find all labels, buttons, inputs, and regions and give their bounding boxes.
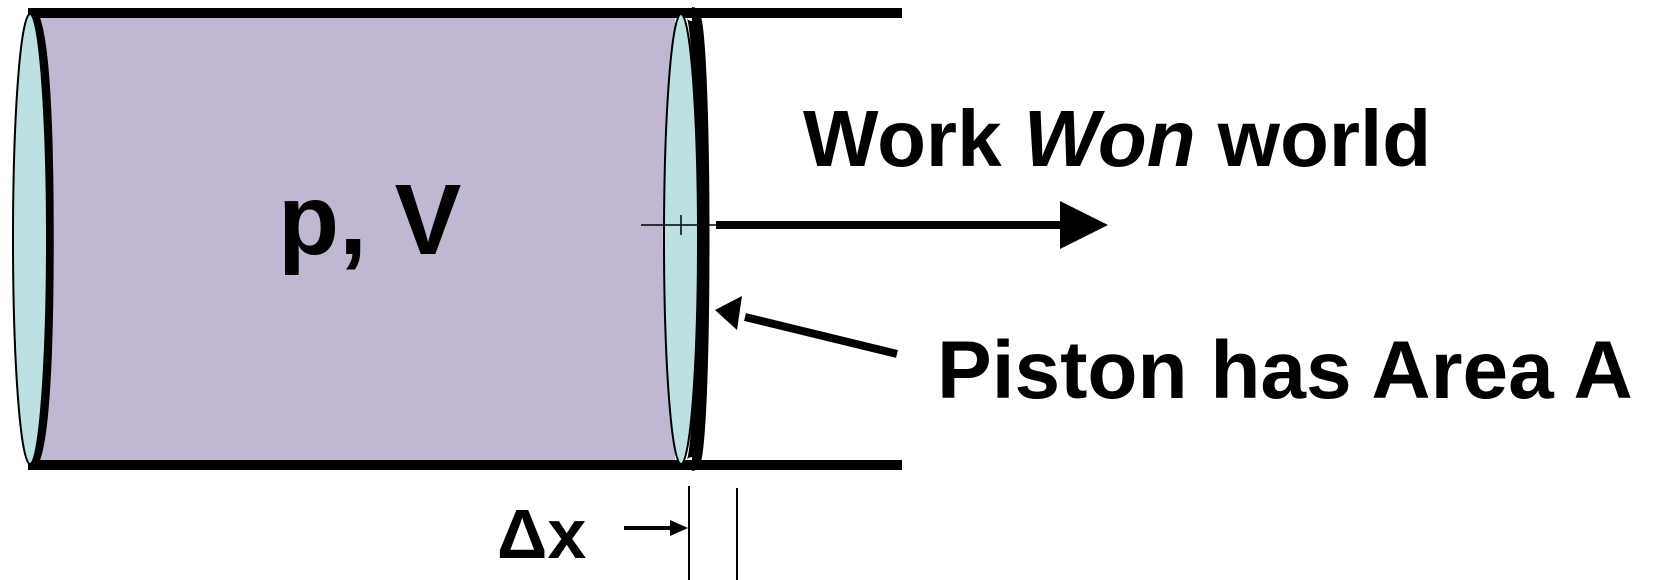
piston-rim — [685, 7, 710, 471]
work-symbol: W — [1024, 94, 1106, 183]
piston-area-label: Piston has Area A — [937, 325, 1633, 416]
work-label: Work Won world — [803, 94, 1431, 183]
delta-x-label: Δx — [497, 495, 586, 573]
piston-pointer-head — [715, 296, 742, 330]
delta-x-arrow-head — [670, 520, 688, 536]
work-arrow-head — [1060, 201, 1108, 249]
gas-volume — [30, 14, 675, 464]
work-label-prefix: Work — [803, 94, 1024, 183]
work-label-suffix: world — [1196, 94, 1432, 183]
piston-face — [663, 13, 699, 465]
left-end-cap — [12, 13, 48, 465]
piston-pointer-shaft — [744, 313, 898, 358]
state-label: p, V — [278, 164, 462, 276]
work-label-on: on — [1098, 94, 1196, 183]
